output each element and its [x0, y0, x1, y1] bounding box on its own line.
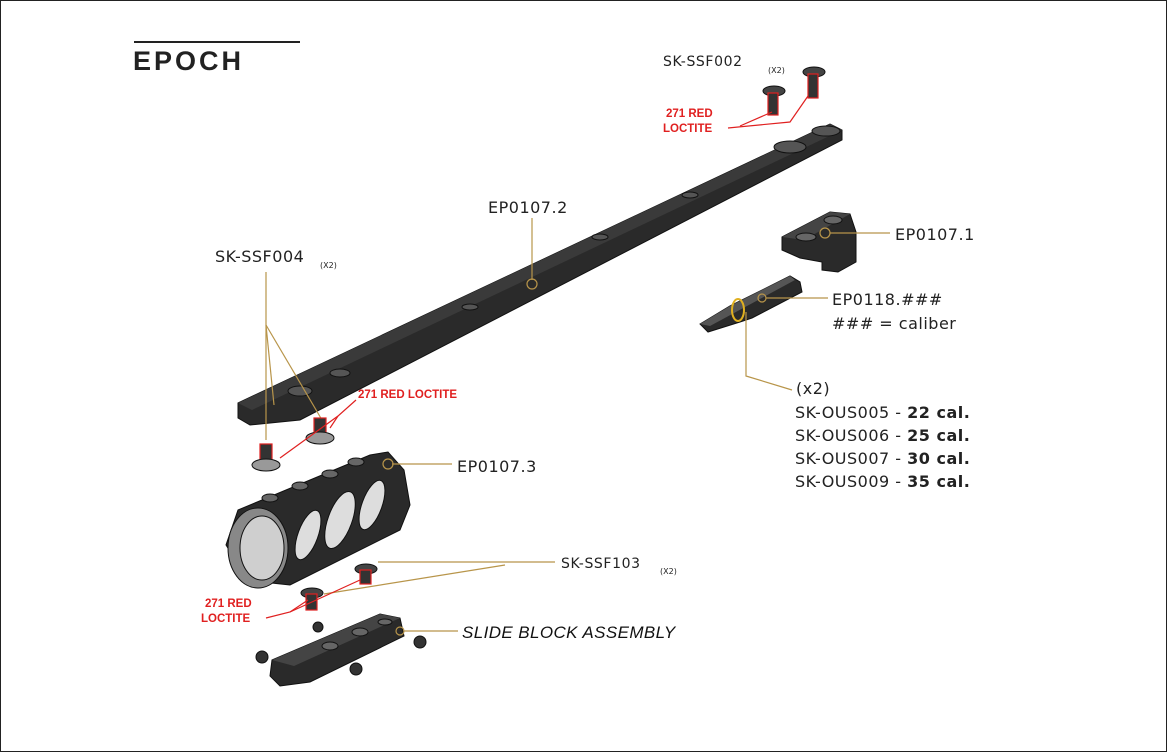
label-ep0118: EP0118.###: [832, 290, 943, 309]
block-ep0107-1: [781, 211, 857, 273]
loctite-top-line2: LOCTITE: [663, 123, 713, 135]
brake-ep0107-3: [225, 451, 411, 589]
label-ssf004: SK-SSF004: [215, 247, 304, 266]
rail-part: [237, 123, 843, 426]
screw-ssf103-a: [354, 563, 378, 585]
label-ssf103-qty: (X2): [660, 567, 677, 576]
screw-ssf004-b: [305, 417, 335, 445]
label-ssf103: SK-SSF103: [561, 556, 641, 572]
label-ssf002-qty: (X2): [768, 66, 785, 75]
label-ssf004-qty: (X2): [320, 261, 337, 270]
loctite-mid: 271 RED LOCTITE: [358, 389, 457, 401]
pin-ep0118: [699, 275, 803, 333]
bushing-item-2: SK-OUS006 - 25 cal.: [795, 426, 970, 445]
label-ssf002: SK-SSF002: [663, 54, 743, 70]
label-ep0107-3: EP0107.3: [457, 457, 537, 476]
slide-block-assembly: [255, 613, 427, 687]
label-ep0107-2: EP0107.2: [488, 198, 568, 217]
label-slide-block: SLIDE BLOCK ASSEMBLY: [462, 623, 677, 642]
loctite-bot-line1: 271 RED: [205, 598, 252, 610]
brand-logo: EPOCH: [133, 46, 244, 76]
bushing-item-4: SK-OUS009 - 35 cal.: [795, 472, 970, 491]
label-ep0107-1: EP0107.1: [895, 225, 975, 244]
bushing-item-1: SK-OUS005 - 22 cal.: [795, 403, 970, 422]
screw-ssf002-a: [762, 85, 786, 116]
loctite-top-leader: [727, 95, 809, 129]
screw-ssf004-a: [251, 443, 281, 472]
label-bushings-qty: (x2): [796, 379, 830, 398]
screw-ssf002-b: [802, 66, 826, 99]
leader-ssf103-b: [323, 564, 506, 595]
loctite-bot-line2: LOCTITE: [201, 613, 251, 625]
label-caliber-note: ### = caliber: [832, 314, 956, 333]
bushing-item-3: SK-OUS007 - 30 cal.: [795, 449, 970, 468]
loctite-top-line1: 271 RED: [666, 108, 713, 120]
leader-ssf004-b: [265, 324, 323, 421]
leader-bushings: [745, 312, 793, 391]
